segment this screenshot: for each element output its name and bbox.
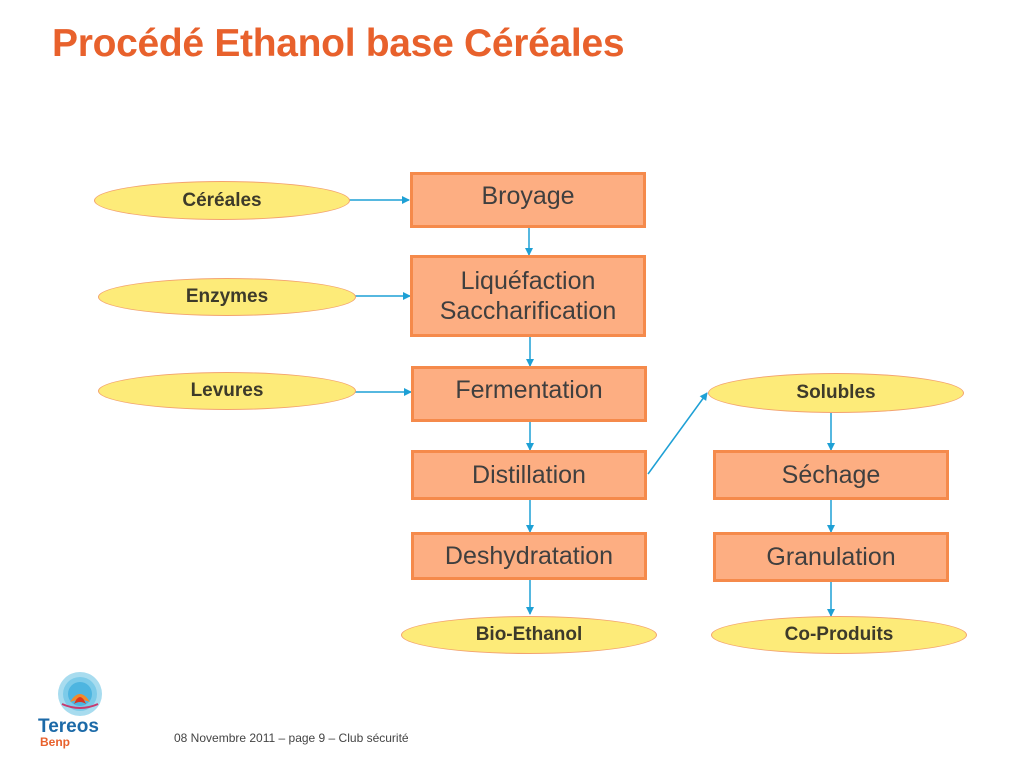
solubles-oval: Solubles xyxy=(708,373,964,413)
input-levures-label: Levures xyxy=(190,380,264,401)
step-sechage: Séchage xyxy=(713,450,949,500)
tereos-logo: Tereos Benp xyxy=(34,664,114,755)
step-liquefaction-saccharification: Liquéfaction Saccharification xyxy=(410,255,646,337)
step-granulation: Granulation xyxy=(713,532,949,582)
tereos-flower-icon: Tereos Benp xyxy=(38,672,102,749)
tereos-logo-subtext: Benp xyxy=(40,735,70,749)
output-co-produits: Co-Produits xyxy=(711,616,967,654)
page-title: Procédé Ethanol base Céréales xyxy=(52,22,625,65)
step-deshydratation: Deshydratation xyxy=(411,532,647,580)
footer-text: 08 Novembre 2011 – page 9 – Club sécurit… xyxy=(174,731,409,745)
input-cereales: Céréales xyxy=(94,181,350,220)
solubles-label: Solubles xyxy=(796,382,876,403)
arrow-distillation-solubles xyxy=(647,392,708,475)
tereos-logo-text: Tereos xyxy=(38,716,99,737)
step-granulation-label: Granulation xyxy=(766,543,896,571)
step-broyage: Broyage xyxy=(410,172,646,228)
step-distillation-label: Distillation xyxy=(472,461,586,489)
output-co-produits-label: Co-Produits xyxy=(784,624,894,645)
step-sechage-label: Séchage xyxy=(781,461,881,489)
step-deshydratation-label: Deshydratation xyxy=(444,542,614,570)
output-bio-ethanol: Bio-Ethanol xyxy=(401,616,657,654)
step-fermentation: Fermentation xyxy=(411,366,647,422)
step-broyage-label: Broyage xyxy=(481,182,575,210)
input-enzymes: Enzymes xyxy=(98,278,356,316)
output-bio-ethanol-label: Bio-Ethanol xyxy=(475,624,583,645)
input-enzymes-label: Enzymes xyxy=(185,286,269,307)
input-levures: Levures xyxy=(98,372,356,410)
step-liquefaction-label: Liquéfaction xyxy=(460,267,596,295)
step-fermentation-label: Fermentation xyxy=(455,376,603,404)
step-saccharification-label: Saccharification xyxy=(439,297,617,325)
input-cereales-label: Céréales xyxy=(182,189,262,211)
step-distillation: Distillation xyxy=(411,450,647,500)
